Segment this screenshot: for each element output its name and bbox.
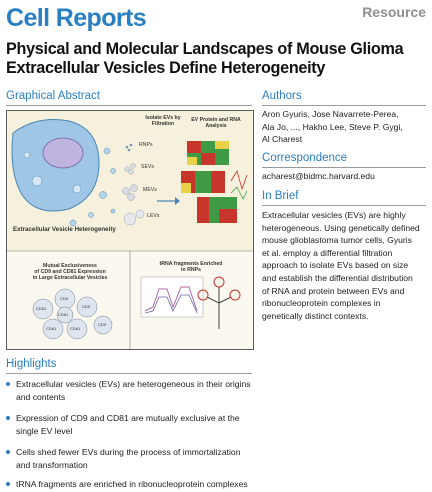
highlights-rule [6,373,252,374]
mev-particles-icon [122,184,138,201]
exclusivity-label-line-2: of CD9 and CD81 Expression [34,269,106,276]
highlight-line: Expression of CD9 and CD81 are mutually … [16,413,240,423]
highlight-line: single EV level [16,426,73,436]
bullet-icon [6,482,10,486]
in-brief-line: of RNA and protein between EVs and [262,285,405,296]
in-brief-line: ribonucleoprotein complexes in [262,298,381,309]
graphical-abstract-rule [6,105,252,106]
analysis-label: EV Protein and RNA Analysis [183,117,249,129]
exclusivity-label: Mutual Exclusiveness of CD9 and CD81 Exp… [15,263,125,282]
trna-label: tRNA fragments Enriched in RNPs [135,261,247,273]
cd-marker-label: CD9 [60,296,69,301]
authors-line-3: Al Charest [262,134,303,145]
ev-particles-icon [69,147,116,227]
cd-marker-label: CD9 [98,322,107,327]
isolate-evs-label: Isolate EVs by Filtration [133,115,193,127]
ev-type-sevs: SEVs [141,164,154,170]
bullet-icon [6,382,10,386]
article-title-line-1: Physical and Molecular Landscapes of Mou… [6,40,404,58]
cd-vesicles-icon [32,288,113,340]
highlight-line: and transformation [16,460,88,470]
ev-type-rnps: RNPs [139,142,153,148]
article-title-line-2: Extracellular Vesicles Define Heterogene… [6,59,326,77]
authors-list: Aron Gyuris, Jose Navarrete-Perea, Ala J… [262,108,430,146]
arrow-icon [157,197,180,205]
in-brief-rule [262,205,426,206]
trna-chart-icon [140,276,204,318]
rnp-particles-icon [125,143,133,152]
cd-marker-label: CD81 [58,312,69,317]
correspondence-heading: Correspondence [262,152,348,164]
in-brief-line: approach to isolate EVs based on size [262,260,409,271]
in-brief-heading: In Brief [262,190,299,202]
trna-label-line-1: tRNA fragments Enriched [159,261,223,267]
bullet-icon [6,416,10,420]
highlights-heading: Highlights [6,358,57,370]
authors-line-2: Ala Jo, ..., Hakho Lee, Steve P. Gygi, [262,121,403,132]
heterogeneity-label: Extracellular Vesicle Heterogeneity [13,226,116,233]
in-brief-line: and establish the differential distribut… [262,272,413,283]
cell-icon [11,119,100,212]
ev-type-mevs: MEVs [143,187,157,193]
analysis-label-line-1: EV Protein and RNA [191,117,241,123]
isolate-evs-label-line-1: Isolate EVs by [145,115,181,121]
article-type: Resource [362,4,426,20]
trna-label-line-2: in RNPs [181,267,201,274]
ev-type-levs: LEVs [147,213,160,219]
in-brief-line: genetically distinct contexts. [262,310,369,321]
journal-name: Cell Reports [6,4,147,32]
graphical-abstract-heading: Graphical Abstract [6,90,100,102]
authors-rule [262,105,426,106]
exclusivity-label-line-1: Mutual Exclusiveness [43,263,97,269]
in-brief-line: et al. employ a differential filtration [262,247,393,258]
highlight-line: tRNA fragments are enriched in ribonucle… [16,479,248,489]
heatmap-2-icon [181,171,225,193]
in-brief-line: heterogeneous. Using genetically defined [262,222,420,233]
highlight-item: tRNA fragments are enriched in ribonucle… [6,478,366,491]
bullet-icon [6,450,10,454]
in-brief-line: Extracellular vesicles (EVs) are highly [262,210,406,220]
highlight-line: Extracellular vesicles (EVs) are heterog… [16,379,251,389]
authors-heading: Authors [262,90,302,102]
highlight-line: Cells shed fewer EVs during the process … [16,447,241,457]
exclusivity-label-line-3: in Large Extracellular Vesicles [32,275,108,282]
in-brief-text: Extracellular vesicles (EVs) are highly … [262,209,430,322]
cd-marker-label: CD81 [36,306,47,311]
highlight-item: Cells shed fewer EVs during the process … [6,446,366,472]
heatmap-3-icon [197,197,237,223]
lev-particles-icon [123,209,145,226]
highlight-item: Expression of CD9 and CD81 are mutually … [6,412,366,438]
sev-particles-icon [124,163,136,175]
heatmap-1-icon [187,141,229,165]
authors-line-1: Aron Gyuris, Jose Navarrete-Perea, [262,109,399,119]
cd-marker-label: CD9 [82,304,91,309]
in-brief-line: mouse glioblastoma tumor cells, Gyuris [262,235,412,246]
graphical-abstract-figure: Isolate EVs by Filtration RNPs SEVs MEVs… [6,110,254,350]
correspondence-email[interactable]: acharest@bidmc.harvard.edu [262,171,375,181]
trna-structure-icon [197,276,241,329]
graphical-abstract-svg [7,111,253,349]
highlight-item: Extracellular vesicles (EVs) are heterog… [6,378,366,404]
line-plot-icon [230,169,248,200]
article-title: Physical and Molecular Landscapes of Mou… [6,40,430,78]
highlight-line: and contents [16,392,66,402]
cd-marker-label: CD81 [46,326,57,331]
cd-marker-label: CD81 [70,326,81,331]
correspondence-rule [262,167,426,168]
isolate-evs-label-line-2: Filtration [151,121,175,128]
analysis-label-line-2: Analysis [205,123,227,130]
